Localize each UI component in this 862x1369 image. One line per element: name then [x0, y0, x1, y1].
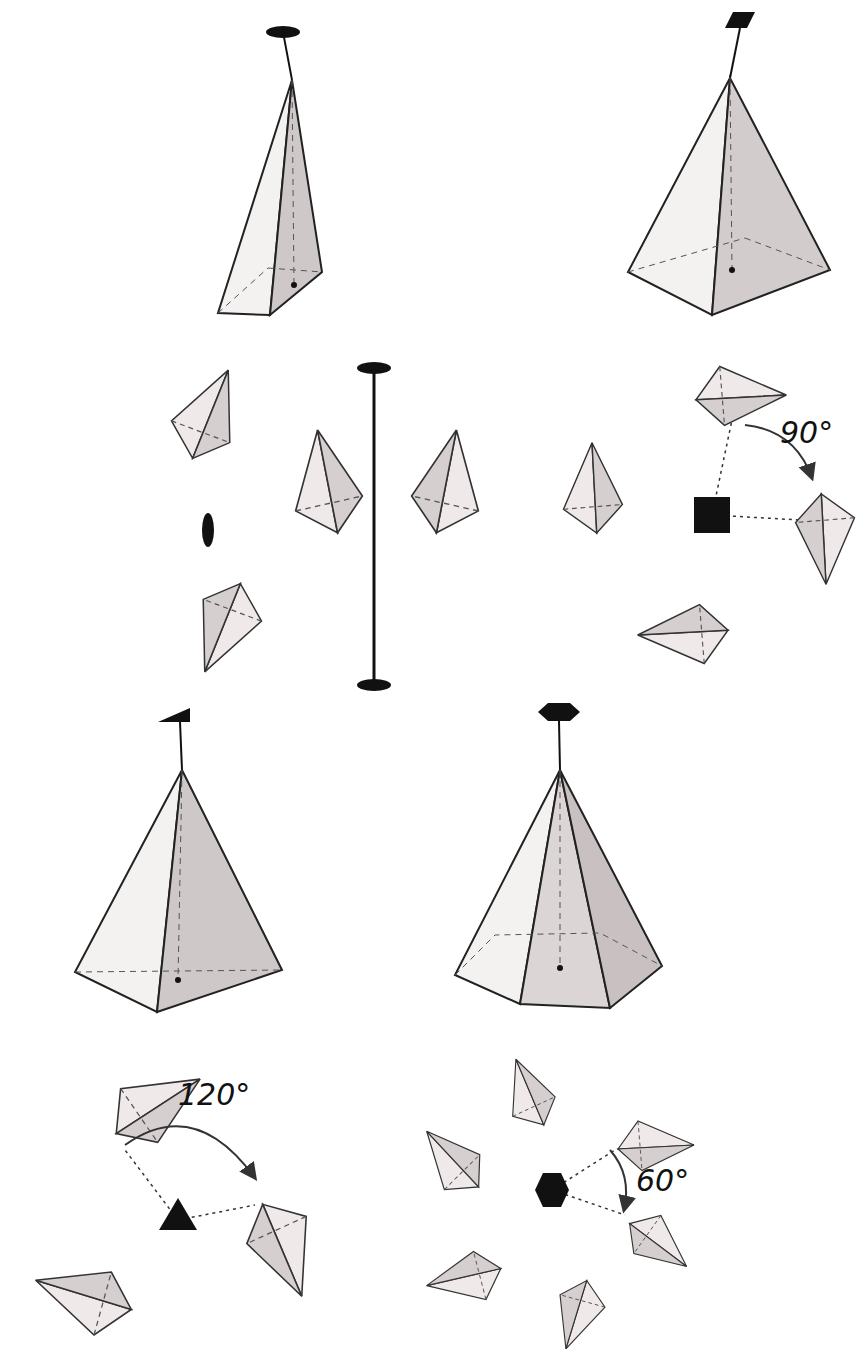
angle-label: 60° — [636, 1166, 689, 1196]
fourfold-pyramid — [628, 12, 830, 315]
sixfold-arrangement — [408, 1051, 701, 1356]
threefold-pyramid — [75, 708, 282, 1012]
fourfold-arrangement — [564, 367, 855, 664]
sixfold-pyramid — [455, 703, 662, 1008]
threefold-arrangement — [25, 1052, 331, 1344]
twofold-pyramid — [218, 26, 322, 315]
twofold-arrangement — [161, 357, 489, 691]
angle-label: 120° — [178, 1080, 250, 1110]
angle-label: 90° — [780, 418, 833, 448]
